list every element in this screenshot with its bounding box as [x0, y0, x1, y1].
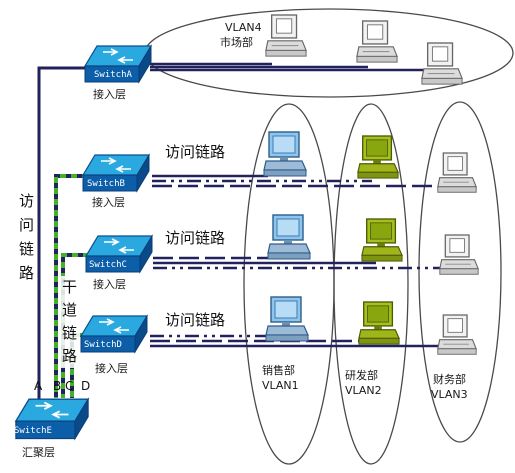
computer-icon	[439, 234, 479, 275]
computer-icon	[265, 296, 309, 342]
access-link-label-b: 访问链路	[165, 143, 225, 161]
computer-icon	[437, 152, 477, 193]
computer-icon	[421, 42, 463, 85]
computer-icon	[357, 135, 399, 179]
switch-a-links	[150, 62, 430, 72]
switch-d: SwitchD 接入层	[80, 315, 148, 375]
computer-icon	[265, 14, 307, 57]
switch-d-name: SwitchD	[84, 340, 122, 350]
vlan4-name: VLAN4	[225, 21, 262, 34]
switch-c: SwitchC 接入层	[85, 235, 153, 291]
switch-b: SwitchB 接入层	[82, 154, 150, 209]
switch-e-name: SwitchE	[14, 426, 52, 436]
vlan3-ellipse	[418, 101, 502, 443]
trunk-char: 道	[62, 301, 77, 319]
vlan1-dept: 销售部	[262, 363, 295, 377]
vertical-access-char: 问	[19, 216, 34, 234]
trunk-b	[54, 174, 88, 398]
vertical-access-char: 路	[19, 264, 34, 282]
computer-icon	[267, 214, 311, 260]
vlan4-dept: 市场部	[220, 35, 253, 49]
vlan1-name: VLAN1	[262, 379, 299, 392]
port-labels: A B C D	[34, 379, 90, 393]
port-label: B	[53, 379, 61, 393]
port-label: C	[65, 379, 73, 393]
vlan2-name: VLAN2	[345, 384, 382, 397]
vertical-access-label: 访 问 链 路	[19, 192, 34, 282]
vlan4-label: VLAN4 市场部	[220, 21, 262, 49]
switch-a: SwitchA 接入层	[84, 45, 152, 101]
trunk-link-label: 干 道 链 路	[60, 276, 80, 368]
trunk-char: 路	[62, 347, 77, 365]
vlan3-name: VLAN3	[431, 388, 468, 401]
vertical-access-char: 访	[19, 192, 34, 210]
vlan3-label: 财务部 VLAN3	[431, 372, 468, 401]
switch-a-layer: 接入层	[93, 88, 126, 101]
access-link-label-d: 访问链路	[165, 311, 225, 329]
trunk-char: 干	[62, 278, 77, 296]
vlan2-label: 研发部 VLAN2	[345, 368, 382, 397]
switch-d-layer: 接入层	[95, 362, 128, 375]
vlan1-ellipse	[243, 103, 335, 465]
vlan2-dept: 研发部	[345, 368, 378, 382]
vlan3-dept: 财务部	[433, 372, 466, 386]
switch-a-name: SwitchA	[94, 70, 133, 80]
switch-e-layer: 汇聚层	[22, 446, 55, 459]
computer-icon	[263, 131, 307, 177]
trunk-char: 链	[62, 324, 77, 342]
switch-d-links	[150, 334, 440, 348]
vlan1-label: 销售部 VLAN1	[262, 363, 299, 392]
switch-b-name: SwitchB	[87, 179, 125, 189]
vlan2-ellipse	[333, 103, 409, 465]
switch-e: SwitchE 汇聚层	[14, 398, 90, 459]
port-label: D	[81, 379, 90, 393]
computer-icon	[358, 301, 400, 345]
switch-c-links	[153, 256, 442, 270]
port-label: A	[34, 379, 43, 393]
switch-b-layer: 接入层	[92, 196, 125, 209]
switch-c-name: SwitchC	[89, 260, 127, 270]
switch-b-links	[152, 174, 440, 188]
computer-icon	[356, 20, 398, 63]
access-link-label-c: 访问链路	[165, 229, 225, 247]
vertical-access-char: 链	[19, 240, 34, 258]
computer-icon	[437, 314, 477, 355]
switch-c-layer: 接入层	[93, 278, 126, 291]
uplink-a	[37, 66, 90, 400]
computer-icon	[361, 218, 403, 262]
